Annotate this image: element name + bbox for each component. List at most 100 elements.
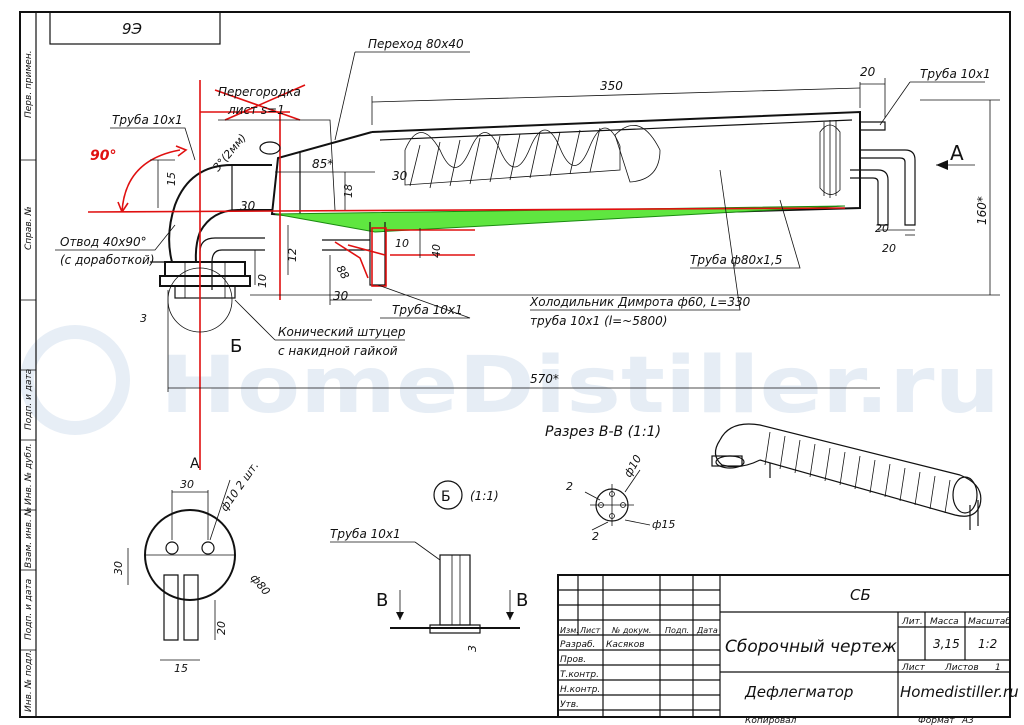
section-b-right: В <box>516 590 528 611</box>
dim-12: 12 <box>286 248 299 262</box>
dim-3: 3 <box>140 312 147 325</box>
sheet-frame <box>19 11 1011 718</box>
callout-fitting-1: Конический штуцер <box>278 325 406 339</box>
dim-20-right: 20 <box>875 222 889 235</box>
tb-code: СБ <box>850 586 871 604</box>
strip-label-7: Инв. № подл. <box>24 650 34 712</box>
strip-label-5: Взам. инв. № <box>24 507 34 568</box>
flange-dim-20: 20 <box>215 621 228 635</box>
view-b-label: Б <box>230 336 242 357</box>
tb-role-dev: Разраб. <box>560 640 595 650</box>
dim-angle-90: 90° <box>90 148 116 164</box>
callout-baffle-1: Перегородка <box>218 85 301 99</box>
strip-label-2: Справ. № <box>24 206 34 250</box>
main-view: 350 20 160* 570* 85* 30 18 15 90° 3°(2мм… <box>55 37 1000 470</box>
sheet-id-text: 9Э <box>122 20 143 38</box>
coil-right-end <box>819 120 841 198</box>
dim-20-top: 20 <box>860 65 876 79</box>
red-guide-lines <box>87 80 846 470</box>
dim-30-elbow: 30 <box>240 199 256 213</box>
strip-label-4: Инв. № дубл. <box>24 443 34 505</box>
strip-label-3: Подп. и дата <box>24 369 34 430</box>
dim-15: 15 <box>165 172 178 186</box>
callout-cooler-1: Холодильник Димрота ф60, L=330 <box>529 295 751 309</box>
dim-30-bottom: 30 <box>333 289 349 303</box>
tb-doc-type: Сборочный чертеж <box>725 637 898 657</box>
tb-mass: 3,15 <box>933 637 960 651</box>
dimension-lines <box>150 78 1000 392</box>
tb-col-izm: Изм. <box>560 626 579 635</box>
flange-holes: ф10 2 шт. <box>218 459 262 513</box>
tb-sheets-count: 1 <box>995 663 1001 673</box>
callout-cooler-2: труба 10х1 (l=~5800) <box>530 314 667 328</box>
watermark-logo-drop <box>20 325 130 435</box>
dimroth-coil <box>404 125 661 189</box>
tb-developer: Касяков <box>606 640 645 650</box>
flange-dim-80: ф80 <box>248 572 273 598</box>
dim-10: 10 <box>256 274 269 288</box>
section-dim-2a: 2 <box>566 480 573 493</box>
callout-pipe: Труба ф80х1,5 <box>690 253 782 267</box>
sheet-format-value: А3 <box>961 716 974 725</box>
callout-transition: Переход 80х40 <box>368 37 464 51</box>
tb-h-mass: Масса <box>930 617 959 627</box>
dim-10-b: 10 <box>395 237 409 250</box>
tb-sheet-label: Лист <box>901 663 926 673</box>
title-block: Изм. Лист № докум. Подп. Дата Разраб. Ка… <box>557 574 1019 725</box>
tb-role-check: Пров. <box>560 655 586 665</box>
flange-dim-15: 15 <box>174 662 188 675</box>
flange-dim-30: 30 <box>180 478 194 491</box>
callout-elbow-2: (с доработкой) <box>60 253 155 267</box>
view-a-label: А <box>950 141 964 165</box>
dim-85: 85* <box>312 157 333 171</box>
view-a-flange: А 30 30 ф10 2 шт. ф80 20 15 <box>112 456 273 675</box>
tb-role-ncontr: Н.контр. <box>560 685 600 695</box>
callout-elbow-1: Отвод 40х90° <box>60 235 147 249</box>
callout-fitting-2: с накидной гайкой <box>278 344 398 358</box>
tb-role-tcontr: Т.контр. <box>560 670 599 680</box>
watermark-text: HomeDistiller.ru <box>160 341 1000 431</box>
dim-40: 40 <box>430 244 443 258</box>
section-dim-10: ф10 <box>621 453 644 480</box>
section-dim-2b: 2 <box>592 530 599 543</box>
detail-b-letter: Б <box>441 489 451 505</box>
callout-baffle-2: лист s=1 <box>227 103 285 117</box>
tb-role-appr: Утв. <box>560 700 579 710</box>
detail-b: Б (1:1) Труба 10х1 В В 3 <box>330 480 528 652</box>
tb-scale: 1:2 <box>978 637 997 651</box>
section-bb-title: Разрез В-В (1:1) <box>545 424 661 440</box>
detail-tube-label: Труба 10х1 <box>330 527 401 541</box>
section-b-left: В <box>376 590 388 611</box>
tb-site: Homedistiller.ru <box>900 683 1019 701</box>
tb-h-scale: Масштаб <box>968 617 1011 627</box>
sheet-format-label: Формат <box>918 716 955 725</box>
callout-tube-bottom: Труба 10х1 <box>392 303 463 317</box>
isometric-sketch <box>711 423 982 530</box>
dim-3-deg: 3°(2мм) <box>210 131 249 174</box>
tb-col-doc: № докум. <box>611 626 651 635</box>
tb-col-date: Дата <box>696 626 718 635</box>
callout-tube-top-left: Труба 10х1 <box>112 113 183 127</box>
sheet-copied-label: Копировал <box>745 716 797 725</box>
strip-label-6: Подп. и дата <box>24 579 34 640</box>
sheet-id-box: 9Э <box>49 11 221 45</box>
tb-sheets-label: Листов <box>944 663 979 673</box>
tb-col-sign: Подп. <box>665 626 689 635</box>
dim-570: 570* <box>530 372 559 386</box>
view-a-title: А <box>190 456 200 472</box>
dim-160: 160* <box>975 196 989 225</box>
section-bb: Разрез В-В (1:1) ф10 ф15 2 2 <box>545 424 675 543</box>
flange-dim-30v: 30 <box>112 561 125 575</box>
dim-30-pipe: 30 <box>392 169 408 183</box>
tb-name: Дефлегматор <box>744 683 853 701</box>
detail-b-scale: (1:1) <box>470 489 499 503</box>
left-strip-labels: Перв. примен. Справ. № Подп. и дата Инв.… <box>24 50 34 712</box>
strip-label-1: Перв. примен. <box>24 50 34 118</box>
tb-h-lit: Лит. <box>901 617 923 627</box>
dim-20-right2: 20 <box>882 242 896 255</box>
leader-lines <box>55 51 985 341</box>
detail-dim-3: 3 <box>466 645 479 652</box>
section-dim-15: ф15 <box>652 518 675 531</box>
dim-350: 350 <box>600 79 623 93</box>
